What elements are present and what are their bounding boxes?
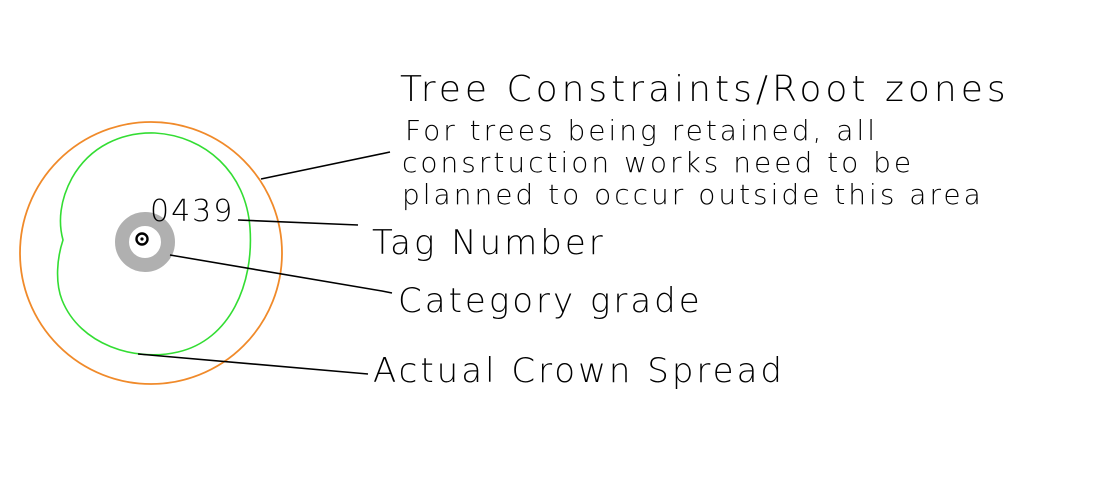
legend-note-line-2: consrtuction works need to be: [402, 146, 914, 179]
legend-note-line-1: For trees being retained, all: [405, 114, 878, 147]
tag-number-label: Tag Number: [372, 223, 606, 263]
category-grade-leader: [169, 254, 393, 294]
crown-spread-label: Actual Crown Spread: [373, 351, 785, 391]
legend-note-line-3: planned to occur outside this area: [402, 178, 984, 211]
legend-title: Tree Constraints/Root zones: [400, 69, 1010, 110]
root-zone-leader: [260, 151, 391, 180]
category-grade-label: Category grade: [398, 281, 703, 321]
tree-tag-number: 0439: [150, 194, 234, 229]
crown-spread-outline: [56, 132, 252, 356]
root-zone-circle: [19, 121, 283, 385]
trunk-marker: [135, 232, 149, 246]
crown-spread-leader: [137, 353, 369, 375]
tag-number-leader: [237, 219, 359, 226]
trunk-marker-center: [140, 237, 144, 241]
category-grade-ring: [115, 212, 175, 272]
